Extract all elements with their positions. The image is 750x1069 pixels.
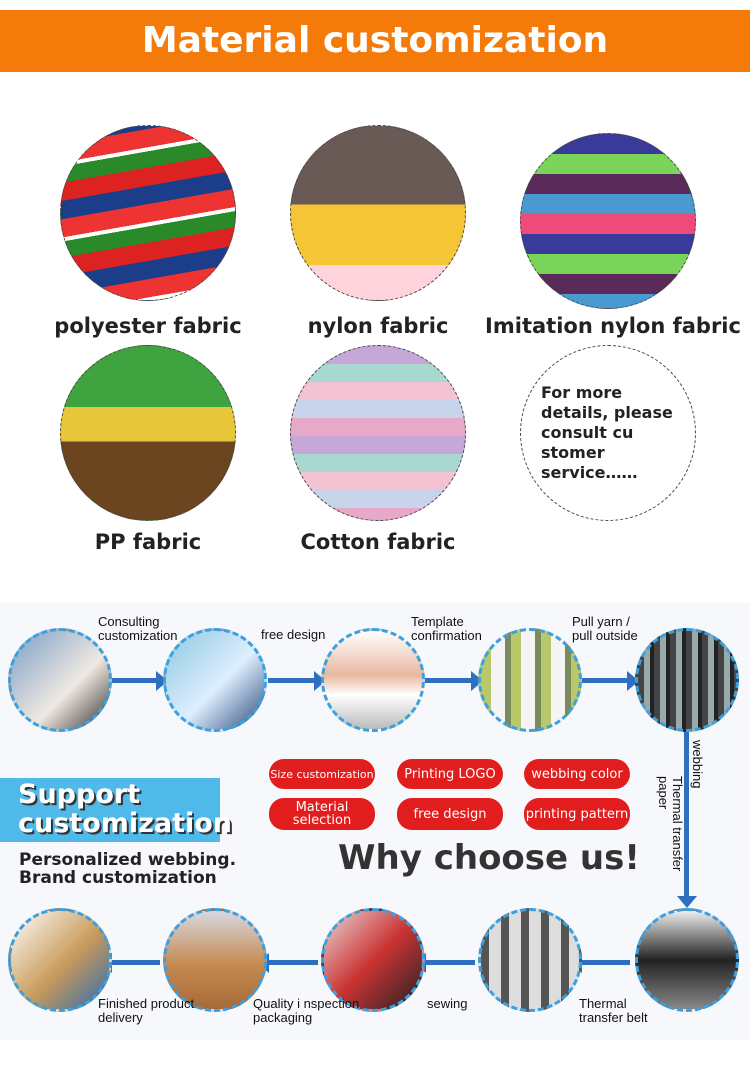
designer-photo [163,628,267,732]
imitation-nylon-webbing-photo [520,133,696,309]
material-label: Cotton fabric [300,530,456,554]
feature-pill: Printing LOGO [397,759,503,789]
feature-pill: Material selection [269,798,375,830]
connector-line [582,678,630,683]
step-label: Template confirmation [411,614,482,643]
feature-pill: Size customization [269,759,375,789]
polyester-webbing-photo [60,125,236,301]
sewing-photo [321,908,425,1012]
connector-line [425,960,475,965]
connector-line [268,678,316,683]
feature-pill: free design [397,798,503,830]
step-label: Finished product delivery [98,996,195,1025]
section-title: Material customization [0,10,750,72]
material-label: nylon fabric [307,314,449,338]
more-details-text: For more details, please consult cu stom… [541,383,673,482]
step-label: Thermal transfer belt [579,996,648,1025]
step-label: free design [261,627,326,642]
connector-line [268,960,318,965]
arrow-down-icon [677,896,697,908]
step-label: sewing [427,996,468,1011]
consulting-photo [8,628,112,732]
delivery-icon [8,908,112,1012]
why-choose-heading: Why choose us! [338,838,640,878]
support-subtitle: Personalized webbing. [19,850,237,870]
nylon-webbing-photo [290,125,466,301]
loom-photo [635,628,739,732]
feature-pill: printing pattern [524,798,630,830]
step-label: webbing [690,740,705,789]
step-label: Consulting customization [98,614,178,643]
connector-line [580,960,630,965]
support-subtitle: Brand customization [19,868,217,888]
material-label: Imitation nylon fabric [485,314,741,338]
step-label: Thermal transfer paper [656,776,685,872]
connector-line [110,960,160,965]
transfer-belt-photo [478,908,582,1012]
cotton-webbing-photo [290,345,466,521]
printer-photo [635,908,739,1012]
pp-webbing-photo [60,345,236,521]
step-label: Pull yarn / pull outside [572,614,638,643]
connector-line [425,678,473,683]
packaging-photo [163,908,267,1012]
material-label: polyester fabric [54,314,242,338]
step-label: Quality i nspection packaging [253,996,360,1025]
connector-line [110,678,158,683]
feature-pill: webbing color [524,759,630,789]
yarn-photo [478,628,582,732]
material-label: PP fabric [94,530,202,554]
handshake-photo [321,628,425,732]
support-title: Support customization [0,778,232,842]
